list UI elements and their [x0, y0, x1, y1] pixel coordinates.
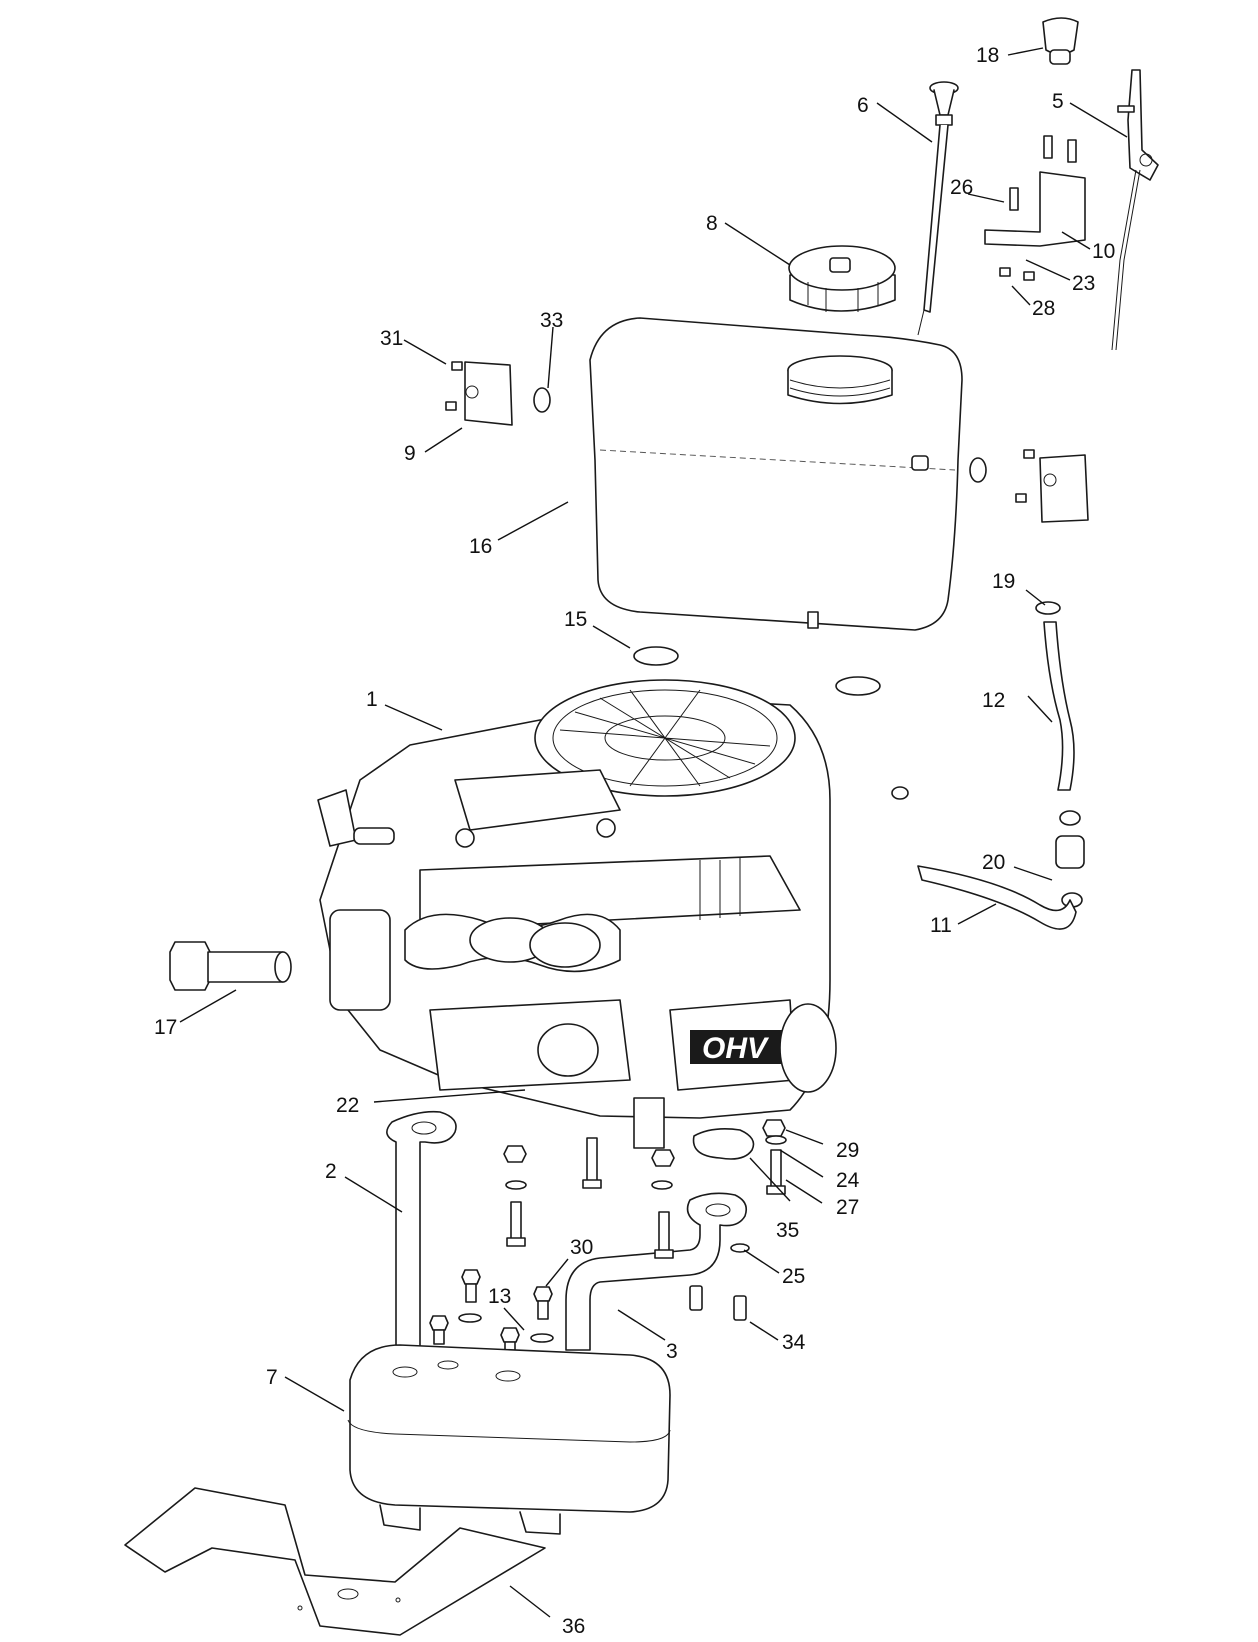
tank-bracket-right: [969, 449, 1089, 523]
callout-31: 31: [380, 327, 403, 350]
throttle-cable: [1111, 69, 1159, 351]
exhaust-pipe-right: [565, 1192, 748, 1351]
exhaust-gasket: [692, 1128, 755, 1160]
callout-35: 35: [776, 1219, 799, 1242]
callout-6: 6: [857, 94, 869, 117]
fuel-cap: [788, 245, 896, 312]
tank-washer-left: [633, 646, 679, 666]
callout-30: 30: [570, 1236, 593, 1259]
callout-1: 1: [366, 688, 378, 711]
fuel-tank: [589, 317, 963, 631]
callout-36: 36: [562, 1615, 585, 1638]
callout-29: 29: [836, 1139, 859, 1162]
dipstick: [917, 81, 959, 336]
callout-3: 3: [666, 1340, 678, 1363]
callout-23: 23: [1072, 272, 1095, 295]
callout-22: 22: [336, 1094, 359, 1117]
callouts: 1 2 3 5 6 7 8 9 10 11 12 13 15 16 17 18 …: [154, 44, 1115, 1638]
engine-logo: OHV: [702, 1032, 770, 1065]
callout-10: 10: [1092, 240, 1115, 263]
tank-washer-right: [835, 676, 881, 696]
callout-34: 34: [782, 1331, 806, 1354]
throttle-knob: [1042, 17, 1079, 65]
callout-16: 16: [469, 535, 492, 558]
callout-25: 25: [782, 1265, 805, 1288]
callout-9: 9: [404, 442, 416, 465]
leader-lines: [179, 47, 1128, 1618]
callout-11: 11: [930, 914, 952, 937]
callout-19: 19: [992, 570, 1015, 593]
spacer-bolt: [169, 941, 292, 991]
callout-15: 15: [564, 608, 587, 631]
callout-26: 26: [950, 176, 973, 199]
exhaust-pipe-left: [386, 1110, 457, 1351]
fuel-line: [891, 601, 1085, 930]
fasteners: [429, 1119, 787, 1357]
callout-27: 27: [836, 1196, 859, 1219]
callout-13: 13: [488, 1285, 511, 1308]
callout-2: 2: [325, 1160, 337, 1183]
cable-bracket: [984, 135, 1086, 281]
callout-5: 5: [1052, 90, 1064, 113]
callout-8: 8: [706, 212, 718, 235]
callout-28: 28: [1032, 297, 1055, 320]
callout-7: 7: [266, 1366, 278, 1389]
callout-33: 33: [540, 309, 563, 332]
callout-20: 20: [982, 851, 1005, 874]
heat-shield: [124, 1487, 546, 1636]
callout-12: 12: [982, 689, 1005, 712]
muffler: [347, 1344, 671, 1535]
tank-bracket-left: [445, 361, 551, 426]
callout-17: 17: [154, 1016, 177, 1039]
callout-24: 24: [836, 1169, 860, 1192]
callout-18: 18: [976, 44, 999, 67]
engine: OHV OHV: [317, 679, 837, 1149]
